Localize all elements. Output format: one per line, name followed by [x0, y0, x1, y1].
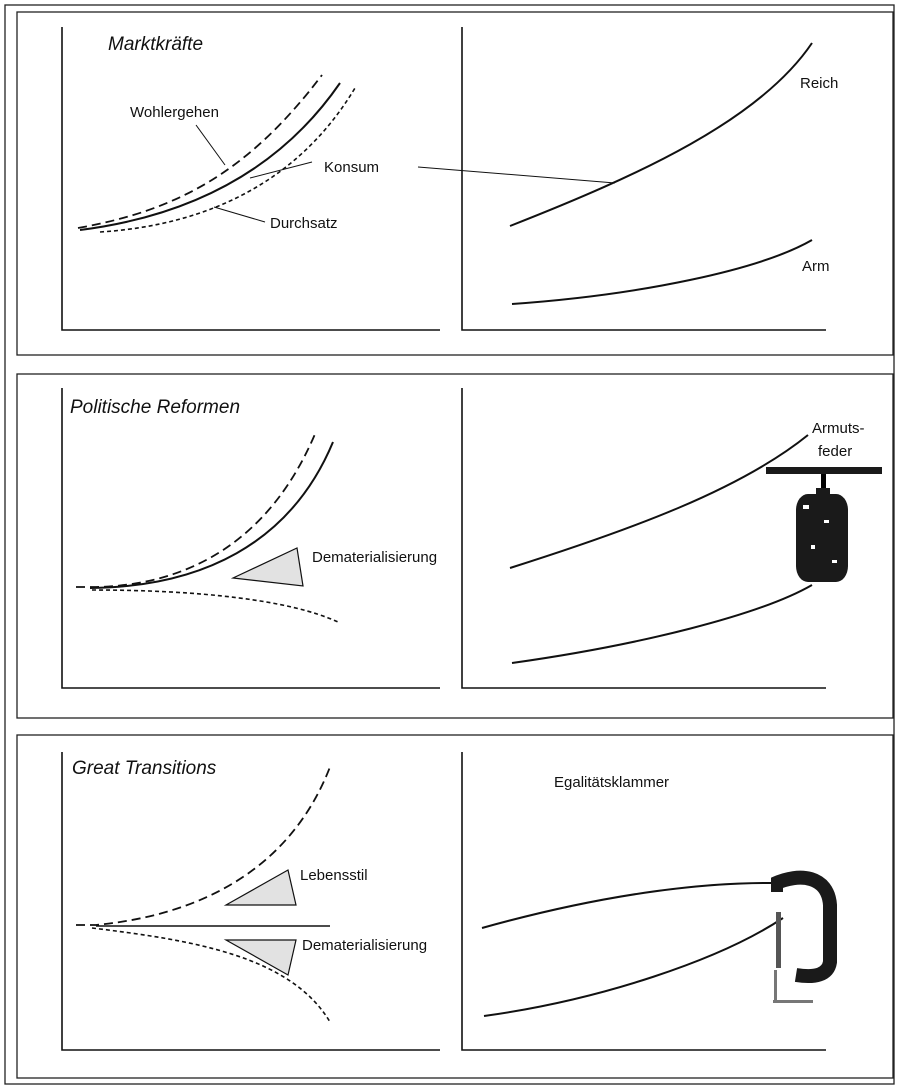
panel-politische-reformen: Politische Reformen Dematerialisierung A… [16, 373, 894, 719]
durchsatz-curve [91, 927, 331, 1023]
lebensstil-wedge [223, 869, 297, 906]
arm-label: Arm [802, 258, 830, 275]
upper-curve [481, 881, 776, 929]
konsum-curve [89, 441, 334, 589]
egalitaetsklammer-label: Egalitätsklammer [554, 774, 669, 791]
panel-frame [16, 734, 894, 1079]
right-axes [461, 752, 826, 1051]
dematerialisierung-wedge [223, 939, 297, 976]
dematerialisierung-label: Dematerialisierung [302, 937, 427, 954]
panel-marktkraefte: Marktkräfte Wohlergehen Konsum Durchsatz… [16, 11, 894, 356]
reich-label: Reich [800, 75, 838, 92]
wohlergehen-label: Wohlergehen [130, 104, 219, 121]
lebensstil-label: Lebensstil [300, 867, 368, 884]
durchsatz-curve [99, 87, 356, 233]
armutsfeder-label-line2: feder [818, 443, 852, 460]
arm-curve [511, 239, 813, 305]
panel-frame [16, 373, 894, 719]
outer-frame [4, 4, 895, 1085]
right-axes [461, 388, 826, 689]
wohlergehen-curve [77, 74, 323, 229]
panel-title: Great Transitions [72, 758, 217, 779]
armutsfeder-label-line1: Armuts- [812, 420, 865, 437]
reich-curve [509, 42, 813, 227]
wohlergehen-curve [76, 433, 316, 588]
upper-curve [509, 434, 809, 569]
dematerialisierung-wedge [230, 547, 304, 587]
lower-curve [483, 917, 784, 1017]
durchsatz-leader [213, 206, 266, 223]
lower-curve [511, 584, 813, 664]
left-axes [61, 388, 440, 689]
panel-great-transitions: Great Transitions Lebensstil Demateriali… [16, 734, 894, 1079]
left-axes [61, 752, 440, 1051]
wohlergehen-curve [76, 766, 331, 926]
panel-title: Politische Reformen [70, 397, 240, 418]
konsum-label: Konsum [324, 159, 379, 176]
panel-title: Marktkräfte [108, 34, 203, 55]
right-axes [461, 27, 826, 331]
left-axes [61, 27, 440, 331]
konsum-leader-left [249, 161, 313, 179]
wohlergehen-leader [195, 124, 226, 166]
panel-frame [16, 11, 894, 356]
konsum-curve [79, 82, 341, 231]
c-clamp-icon [771, 870, 837, 1003]
durchsatz-label: Durchsatz [270, 215, 338, 232]
dematerialisierung-label: Dematerialisierung [312, 549, 437, 566]
konsum-leader-right [417, 166, 616, 184]
spring-weight-icon [766, 467, 882, 582]
